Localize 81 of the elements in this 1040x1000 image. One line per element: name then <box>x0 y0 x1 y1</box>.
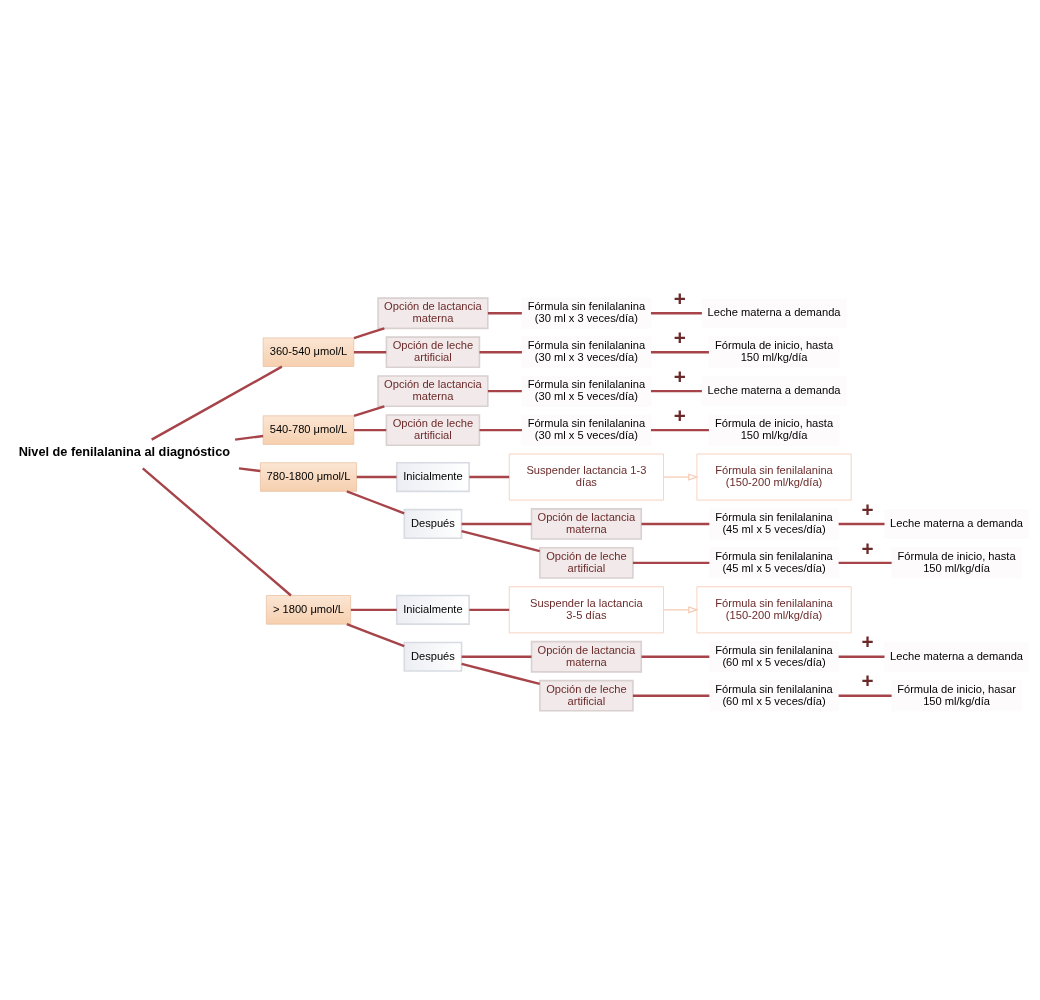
connector <box>353 326 385 339</box>
node-text: Fórmula de inicio, hasta 150 ml/kg/día <box>715 416 834 441</box>
edge-label: + <box>861 668 874 692</box>
edge-label: + <box>673 325 686 349</box>
node-box: Opción de leche artificial <box>539 546 634 579</box>
arrow <box>663 472 699 481</box>
node-box: > 1800 μmol/L <box>265 594 352 625</box>
edge-label: + <box>861 497 874 521</box>
edge-label: + <box>673 403 686 427</box>
node-text: Fórmula de inicio, hasar 150 ml/kg/día <box>897 682 1016 707</box>
node-box: Después <box>403 508 463 539</box>
connector <box>469 475 510 478</box>
node-box: Inicialmente <box>395 594 470 625</box>
connector <box>469 608 510 611</box>
connector <box>354 428 387 431</box>
connector <box>838 522 885 525</box>
connector <box>632 694 710 697</box>
edge-label: + <box>861 629 874 653</box>
node-box: 360-540 μmol/L <box>262 337 355 367</box>
connector <box>632 561 710 564</box>
connector <box>151 365 283 441</box>
node-text: Fórmula sin fenilalanina (30 ml x 3 veces/día) <box>527 338 646 363</box>
node-text: Leche materna a demanda <box>890 516 1024 529</box>
node-text: Leche materna a demanda <box>707 383 841 396</box>
connector <box>461 529 541 552</box>
arrow <box>663 605 699 613</box>
edge-label: + <box>673 286 686 310</box>
node-box: Suspender lactancia 1-3 días <box>508 453 664 500</box>
node-text: Leche materna a demanda <box>890 649 1024 662</box>
node-text: Fórmula sin fenilalanina (60 ml x 5 veces/día) <box>715 643 833 668</box>
node-text: Fórmula sin fenilalanina (60 ml x 5 veces/día) <box>715 682 833 707</box>
node-box: Opción de lactancia materna <box>530 507 643 540</box>
node-box: 780-1800 μmol/L <box>260 461 357 492</box>
node-text: Fórmula de inicio, hasta 150 ml/kg/día <box>897 549 1016 574</box>
connector <box>354 350 387 353</box>
node-text: Nivel de fenilalanina al diagnóstico <box>18 443 230 459</box>
node-text: Fórmula sin fenilalanina (30 ml x 5 veces/día) <box>527 377 646 402</box>
connector <box>479 428 522 431</box>
node-text: Fórmula sin fenilalanina (45 ml x 5 veces/día) <box>715 549 833 574</box>
node-text: Leche materna a demanda <box>707 305 841 318</box>
connector <box>234 434 264 441</box>
connector <box>353 404 385 417</box>
connector <box>479 350 522 353</box>
edge-label: + <box>861 536 874 560</box>
connector <box>650 389 702 392</box>
connector <box>650 350 709 353</box>
node-box: Opción de leche artificial <box>385 335 481 368</box>
node-box: Fórmula sin fenilalanina (150-200 ml/kg/día) <box>696 585 852 633</box>
connector <box>487 389 522 392</box>
connector <box>346 622 405 647</box>
node-box: Inicialmente <box>395 461 470 492</box>
connector <box>641 522 710 525</box>
connector <box>461 655 532 658</box>
connector <box>350 608 397 611</box>
node-box: Opción de lactancia materna <box>377 374 489 407</box>
node-box: Opción de lactancia materna <box>377 296 489 329</box>
node-box: Opción de leche artificial <box>539 679 634 712</box>
connector <box>838 655 885 658</box>
connector <box>461 522 532 525</box>
node-box: 540-780 μmol/L <box>262 414 355 445</box>
connector <box>838 561 892 564</box>
node-box: Opción de leche artificial <box>385 413 481 446</box>
connector <box>461 662 541 685</box>
connector <box>641 655 710 658</box>
node-text: Fórmula sin fenilalanina (45 ml x 5 veces/día) <box>715 510 833 535</box>
connector <box>650 428 709 431</box>
connector <box>650 311 702 314</box>
node-text: Fórmula de inicio, hasta 150 ml/kg/día <box>715 338 834 363</box>
node-text: Fórmula sin fenilalanina (30 ml x 3 veces/día) <box>527 299 646 324</box>
connector <box>238 466 261 472</box>
node-text: Fórmula sin fenilalanina (30 ml x 5 veces/día) <box>527 416 646 441</box>
node-box: Suspender la lactancia 3-5 días <box>508 585 664 633</box>
node-box: Fórmula sin fenilalanina (150-200 ml/kg/día) <box>696 453 852 500</box>
connector <box>142 466 292 596</box>
connector <box>346 489 405 514</box>
node-box: Opción de lactancia materna <box>530 640 643 673</box>
connector <box>487 311 522 314</box>
node-box: Después <box>403 641 463 672</box>
edge-label: + <box>673 364 686 388</box>
connector <box>838 694 892 697</box>
connector <box>356 475 397 478</box>
